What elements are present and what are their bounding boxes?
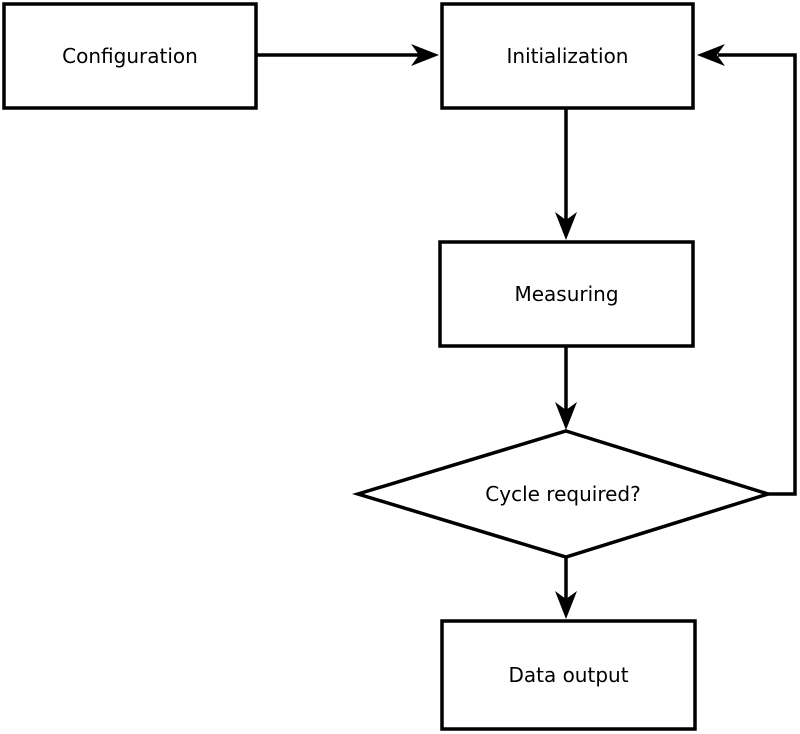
arrowhead-into-initialization-left-icon: [411, 44, 439, 66]
node-configuration-shape: [2, 2, 258, 110]
node-measuring-shape: [438, 240, 695, 348]
arrowhead-into-cycle-required-icon: [555, 402, 577, 430]
node-cycle-required-shape: [351, 429, 774, 559]
arrowhead-into-data-output-icon: [555, 591, 577, 619]
edge-cycle-required-initialization-loop: [718, 53, 797, 496]
node-data-output-shape: [440, 619, 697, 731]
arrowhead-into-measuring-icon: [555, 212, 577, 240]
node-initialization-shape: [440, 2, 695, 110]
arrowhead-into-initialization-right-icon: [697, 44, 725, 66]
